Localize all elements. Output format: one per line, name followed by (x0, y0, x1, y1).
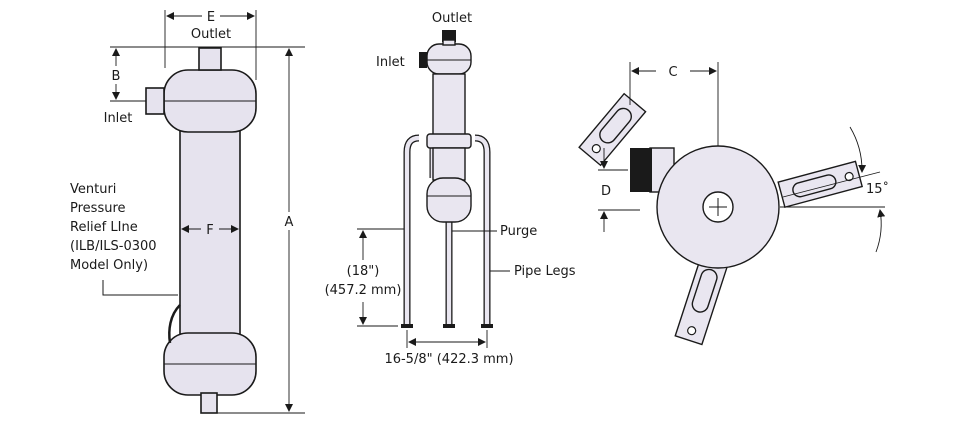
front-top-head (426, 43, 472, 75)
dim-c-label: C (668, 65, 677, 80)
right-pipe-leg (474, 135, 490, 325)
inlet-nozzle (145, 87, 165, 115)
leg-height-in-label: (18") (347, 264, 380, 279)
relief-line-label: Venturi Pressure Relief LIne (ILB/ILS-03… (70, 182, 161, 273)
front-inlet-label: Inlet (376, 55, 405, 70)
inlet-label: Inlet (104, 111, 133, 126)
bracket-bottom (674, 255, 729, 346)
front-upper-tube (432, 73, 466, 137)
angle-label: 15˚ (866, 181, 889, 197)
front-flange (426, 133, 472, 149)
pipe-legs-label: Pipe Legs (514, 264, 576, 279)
purge-stub (200, 392, 218, 414)
leg-height-mm-label: (457.2 mm) (325, 283, 402, 298)
side-view: E Outlet B Inlet Venturi Pressure Relief… (70, 8, 305, 414)
front-lower-bowl (426, 177, 472, 223)
dim-a-label: A (285, 215, 294, 230)
outlet-nozzle (198, 47, 222, 71)
purge-label: Purge (500, 224, 537, 239)
top-inlet-cap (630, 148, 652, 192)
front-inlet-cap (419, 52, 427, 68)
relief-line-pipe (168, 304, 181, 344)
dim-b-label: B (112, 69, 121, 84)
top-view: C D 15˚ (578, 62, 889, 346)
bracket-right (777, 160, 864, 209)
dim-d-label: D (601, 184, 611, 199)
front-view: Outlet Inlet Purge Pipe Legs (18") (457.… (325, 11, 576, 367)
dim-e-label: E (207, 10, 215, 25)
relief-line-leader (102, 280, 178, 296)
front-outlet-label: Outlet (432, 11, 472, 26)
bracket-upper-left (578, 92, 647, 167)
left-pipe-leg (404, 135, 420, 325)
front-outlet-cap (442, 30, 456, 42)
outlet-label: Outlet (191, 27, 231, 42)
leg-spacing-label: 16-5/8" (422.3 mm) (384, 352, 513, 367)
dim-f-label: F (206, 223, 213, 238)
